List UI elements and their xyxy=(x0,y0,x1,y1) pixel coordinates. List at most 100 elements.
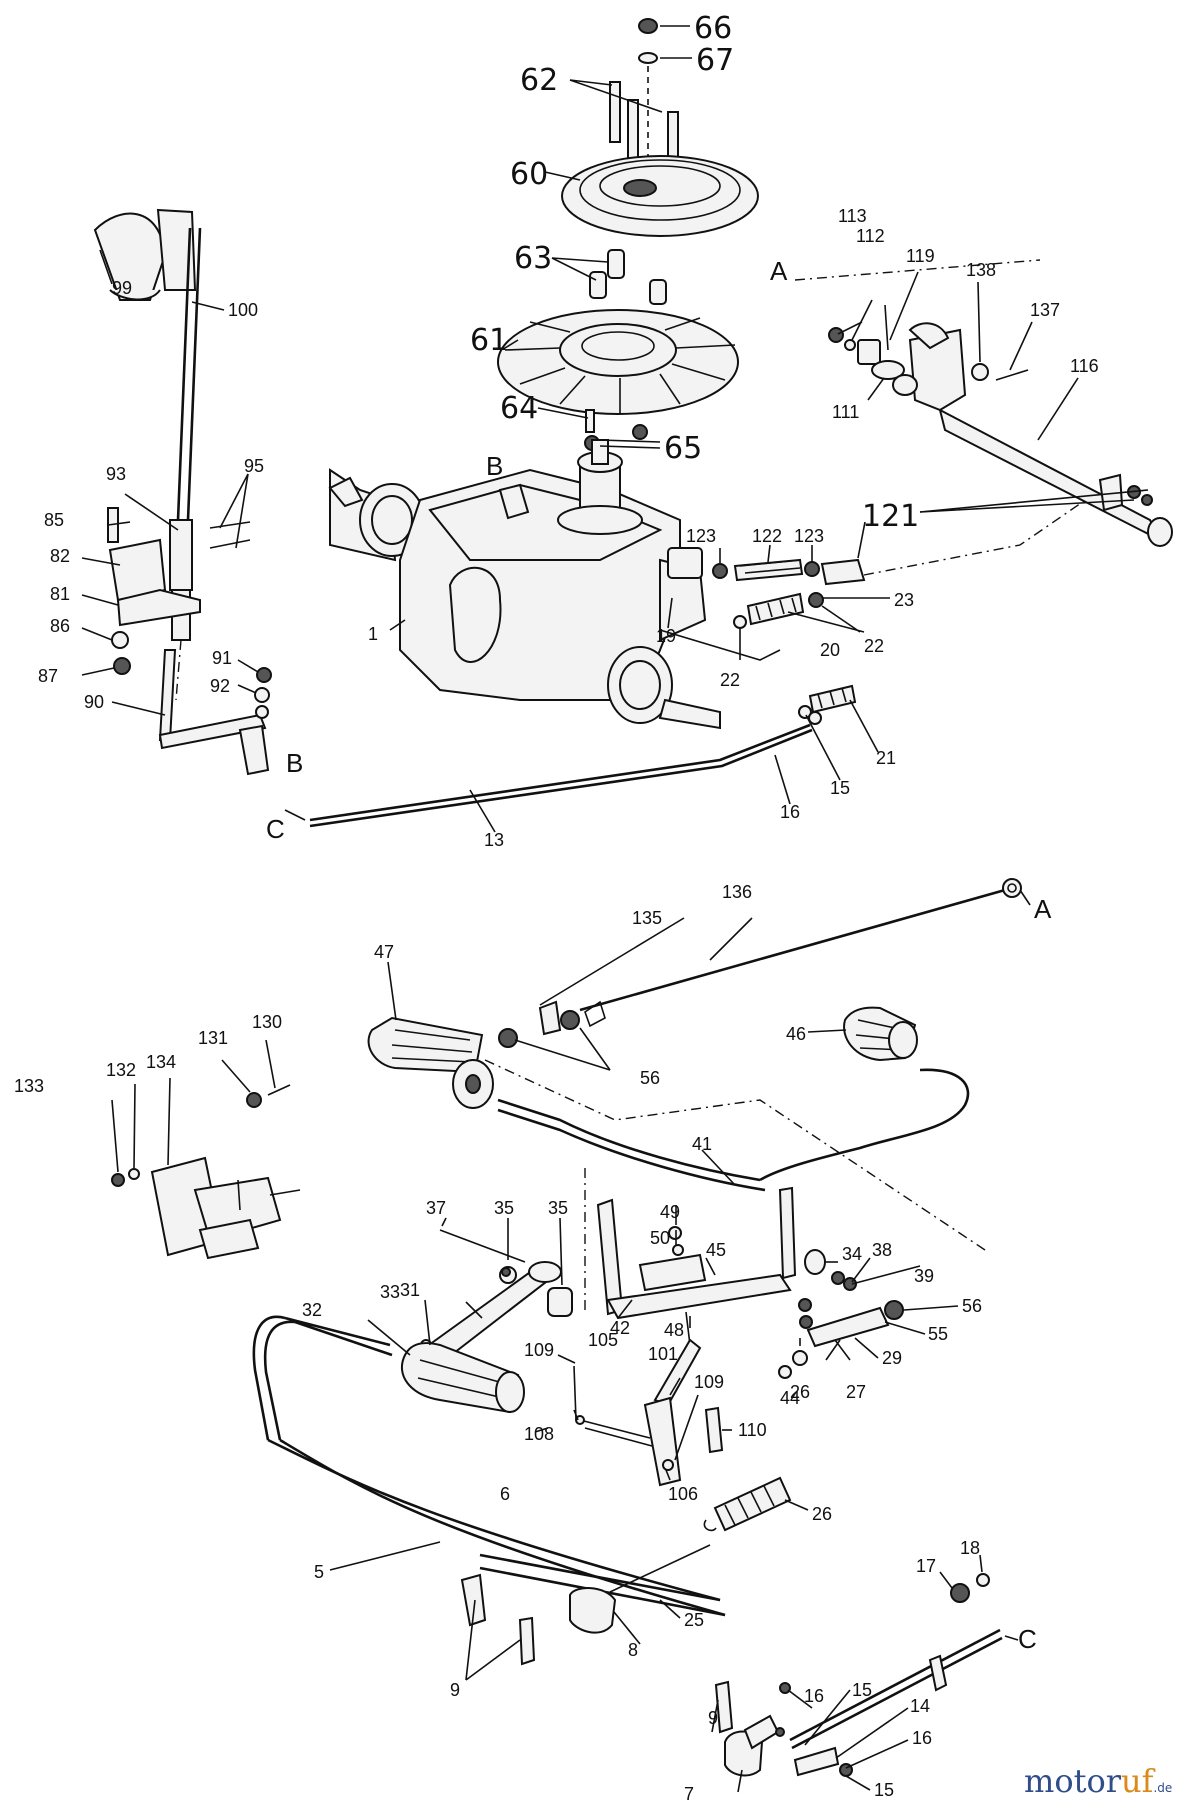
label-21: 21 xyxy=(876,748,896,768)
label-34: 34 xyxy=(842,1244,862,1264)
label-26a: 26 xyxy=(790,1382,810,1402)
pedal-46 xyxy=(843,1006,918,1062)
label-113: 113 xyxy=(838,206,867,226)
label-136: 136 xyxy=(722,882,752,902)
rod-105 xyxy=(579,1419,653,1447)
label-61: 61 xyxy=(470,323,508,358)
bracket-42 xyxy=(596,1186,797,1346)
label-49: 49 xyxy=(660,1202,680,1222)
watermark-suffix: .de xyxy=(1153,1781,1172,1795)
pivot-7 xyxy=(724,1714,780,1777)
bolts-62 xyxy=(609,81,679,168)
frame-5 xyxy=(252,1315,726,1617)
clutch-rod-assembly xyxy=(659,489,1101,719)
label-9a: 9 xyxy=(450,1680,460,1700)
label-38: 38 xyxy=(872,1240,892,1260)
pedal-6 xyxy=(400,1342,525,1414)
label-1: 1 xyxy=(368,624,378,644)
label-20: 20 xyxy=(820,640,840,660)
label-6: 6 xyxy=(500,1484,510,1504)
spring-110 xyxy=(704,1406,724,1454)
label-81: 81 xyxy=(50,584,70,604)
pedal-47 xyxy=(367,1016,494,1109)
label-35a: 35 xyxy=(494,1198,514,1218)
label-22b: 22 xyxy=(720,670,740,690)
rod-13 xyxy=(309,711,822,828)
label-122: 122 xyxy=(752,526,782,546)
label-86: 86 xyxy=(50,616,70,636)
label-65: 65 xyxy=(664,431,702,466)
label-93: 93 xyxy=(106,464,126,484)
watermark-part-a: motor xyxy=(1024,1762,1122,1800)
label-123b: 123 xyxy=(794,526,824,546)
label-13: 13 xyxy=(484,830,504,850)
label-95: 95 xyxy=(244,456,264,476)
lever-101 xyxy=(643,1338,702,1487)
label-56a: 56 xyxy=(640,1068,660,1088)
label-41: 41 xyxy=(692,1134,712,1154)
label-16a: 16 xyxy=(780,802,800,822)
nut-66 xyxy=(638,18,658,34)
label-100: 100 xyxy=(228,300,258,320)
label-42: 42 xyxy=(610,1318,630,1338)
label-27: 27 xyxy=(846,1382,866,1402)
label-15a: 15 xyxy=(830,778,850,798)
label-48: 48 xyxy=(664,1320,684,1340)
label-14: 14 xyxy=(910,1696,930,1716)
label-17: 17 xyxy=(916,1556,936,1576)
label-105: 105 xyxy=(588,1330,618,1350)
ref-b-top: B xyxy=(486,451,503,481)
label-64: 64 xyxy=(500,391,538,426)
label-109b: 109 xyxy=(694,1372,724,1392)
label-111: 111 xyxy=(832,402,859,422)
pulley-60 xyxy=(561,155,759,237)
label-91: 91 xyxy=(212,648,232,668)
spacers-63 xyxy=(589,249,667,305)
sleeve-8 xyxy=(569,1587,617,1634)
label-32: 32 xyxy=(302,1300,322,1320)
label-116: 116 xyxy=(1070,356,1099,376)
label-50: 50 xyxy=(650,1228,670,1248)
rear-shaft-assembly xyxy=(794,259,1173,547)
ref-b-left: B xyxy=(286,748,303,778)
label-119: 119 xyxy=(906,246,935,266)
ref-a-mid: A xyxy=(1034,894,1052,924)
label-37: 37 xyxy=(426,1198,446,1218)
spring-9 xyxy=(518,1616,536,1666)
watermark-logo: motoruf.de xyxy=(1024,1762,1172,1800)
label-123a: 123 xyxy=(686,526,716,546)
label-25: 25 xyxy=(684,1610,704,1630)
label-5: 5 xyxy=(314,1562,324,1582)
label-92: 92 xyxy=(210,676,230,696)
label-29: 29 xyxy=(882,1348,902,1368)
label-135: 135 xyxy=(632,908,662,928)
label-33: 33 xyxy=(380,1282,400,1302)
lower-linkage xyxy=(111,878,1022,1777)
label-99: 99 xyxy=(112,278,132,298)
label-26b: 26 xyxy=(812,1504,832,1524)
label-109a: 109 xyxy=(524,1340,554,1360)
label-62: 62 xyxy=(520,63,558,98)
bracket-5 xyxy=(460,1573,487,1627)
label-137: 137 xyxy=(1030,300,1060,320)
label-23: 23 xyxy=(894,590,914,610)
label-15b: 15 xyxy=(852,1680,872,1700)
label-63: 63 xyxy=(514,241,552,276)
label-31: 31 xyxy=(400,1280,420,1300)
label-112: 112 xyxy=(856,226,885,246)
shift-lever-assembly xyxy=(93,208,272,776)
label-55: 55 xyxy=(928,1324,948,1344)
label-121: 121 xyxy=(862,499,919,534)
bracket-134 xyxy=(111,1084,301,1260)
label-101: 101 xyxy=(648,1344,678,1364)
label-66: 66 xyxy=(694,11,732,46)
label-90: 90 xyxy=(84,692,104,712)
label-56b: 56 xyxy=(962,1296,982,1316)
label-15c: 15 xyxy=(874,1780,894,1800)
ref-a-top: A xyxy=(770,256,788,286)
label-110: 110 xyxy=(738,1420,767,1440)
label-39: 39 xyxy=(914,1266,934,1286)
label-7: 7 xyxy=(684,1784,694,1800)
